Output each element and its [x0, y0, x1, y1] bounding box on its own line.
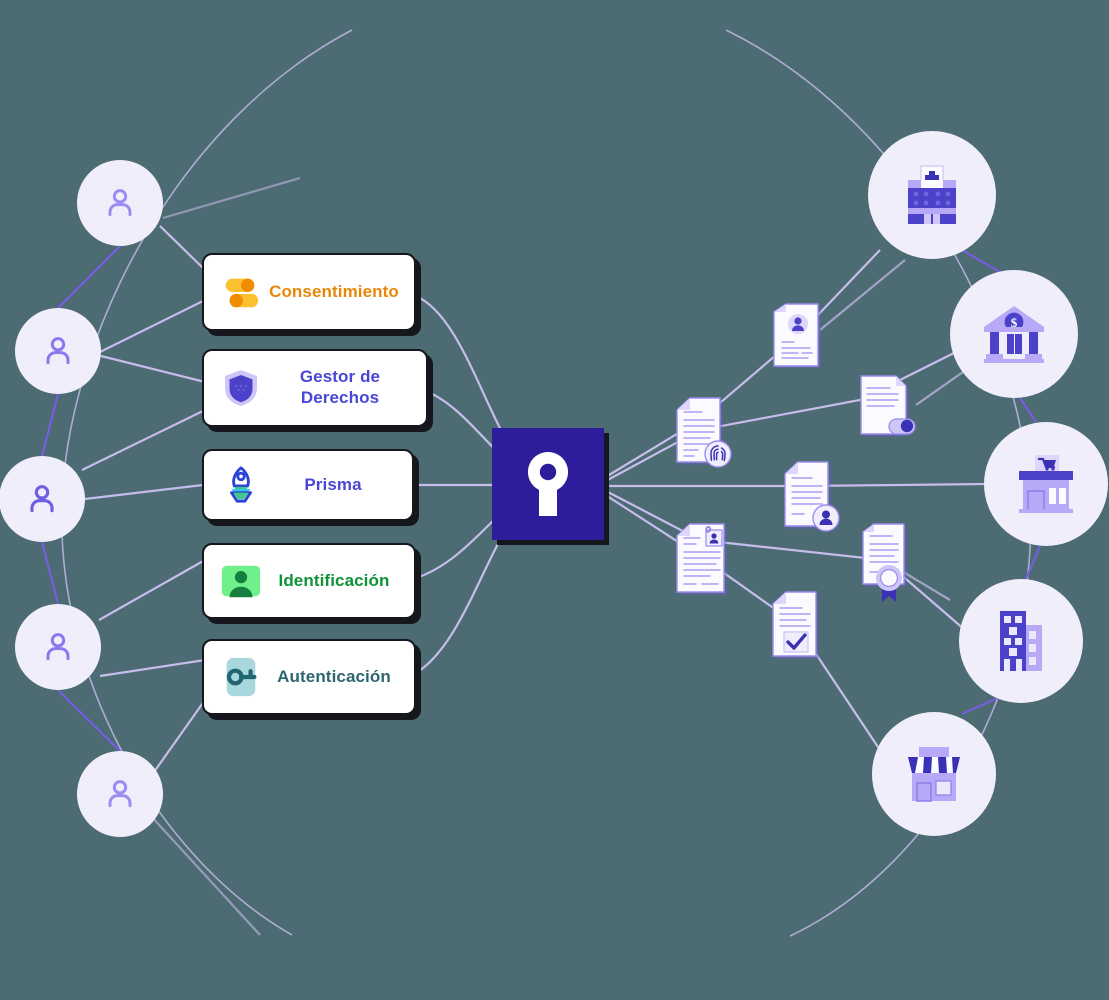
- prism-icon: [218, 462, 264, 508]
- service-card-prisma[interactable]: Prisma: [202, 449, 414, 521]
- user-node-2[interactable]: [15, 308, 101, 394]
- user-avatar-icon: [100, 774, 140, 814]
- document-person-photo: [770, 302, 822, 368]
- toggle-switches-icon: [218, 269, 264, 315]
- service-card-gestor-de-derechos[interactable]: Gestor de Derechos: [202, 349, 428, 427]
- user-avatar-icon: [38, 627, 78, 667]
- institution-node-hospital[interactable]: [868, 131, 996, 259]
- id-person-icon: [218, 558, 264, 604]
- document-fingerprint: [674, 396, 736, 472]
- institution-node-office[interactable]: [959, 579, 1083, 703]
- bank-icon: $: [979, 303, 1049, 365]
- center-lock-node[interactable]: [492, 428, 604, 540]
- institution-node-bank[interactable]: $: [950, 270, 1078, 398]
- key-icon: [218, 654, 264, 700]
- document-certificate: [858, 522, 920, 606]
- service-card-label: Consentimiento: [269, 281, 399, 301]
- document-resume-clip-icon: [676, 523, 727, 595]
- user-node-3[interactable]: [0, 456, 85, 542]
- user-node-4[interactable]: [15, 604, 101, 690]
- shop-awning-icon: [902, 745, 966, 803]
- user-node-1[interactable]: [77, 160, 163, 246]
- institution-node-retail-store[interactable]: [984, 422, 1108, 546]
- document-person-photo-icon: [773, 303, 821, 368]
- document-resume-clip: [674, 522, 736, 600]
- service-card-label: Prisma: [304, 474, 362, 494]
- office-building-icon: [992, 609, 1050, 673]
- user-avatar-icon: [22, 479, 62, 519]
- service-card-label: Autenticación: [277, 666, 391, 686]
- institution-node-marketplace[interactable]: [872, 712, 996, 836]
- svg-text:$: $: [1011, 315, 1018, 330]
- document-person-badge-icon: [784, 461, 840, 532]
- service-card-identificacion[interactable]: Identificación: [202, 543, 416, 619]
- hospital-icon: [898, 162, 966, 228]
- document-certificate-icon: [862, 523, 907, 602]
- shield-icon: [218, 365, 264, 411]
- document-check-icon: [772, 591, 819, 659]
- store-cart-icon: [1013, 453, 1079, 515]
- service-card-autenticacion[interactable]: Autenticación: [202, 639, 416, 715]
- document-check: [770, 590, 828, 664]
- document-fingerprint-icon: [676, 397, 732, 468]
- keyhole-icon: [527, 451, 569, 516]
- document-stamp: [858, 374, 920, 442]
- service-card-label: Gestor de Derechos: [299, 367, 381, 407]
- service-card-label: Identificación: [278, 570, 390, 590]
- user-avatar-icon: [38, 331, 78, 371]
- service-card-consentimiento[interactable]: Consentimiento: [202, 253, 416, 331]
- document-person-badge: [782, 460, 844, 536]
- document-stamp-icon: [860, 375, 916, 437]
- user-avatar-icon: [100, 183, 140, 223]
- user-node-5[interactable]: [77, 751, 163, 837]
